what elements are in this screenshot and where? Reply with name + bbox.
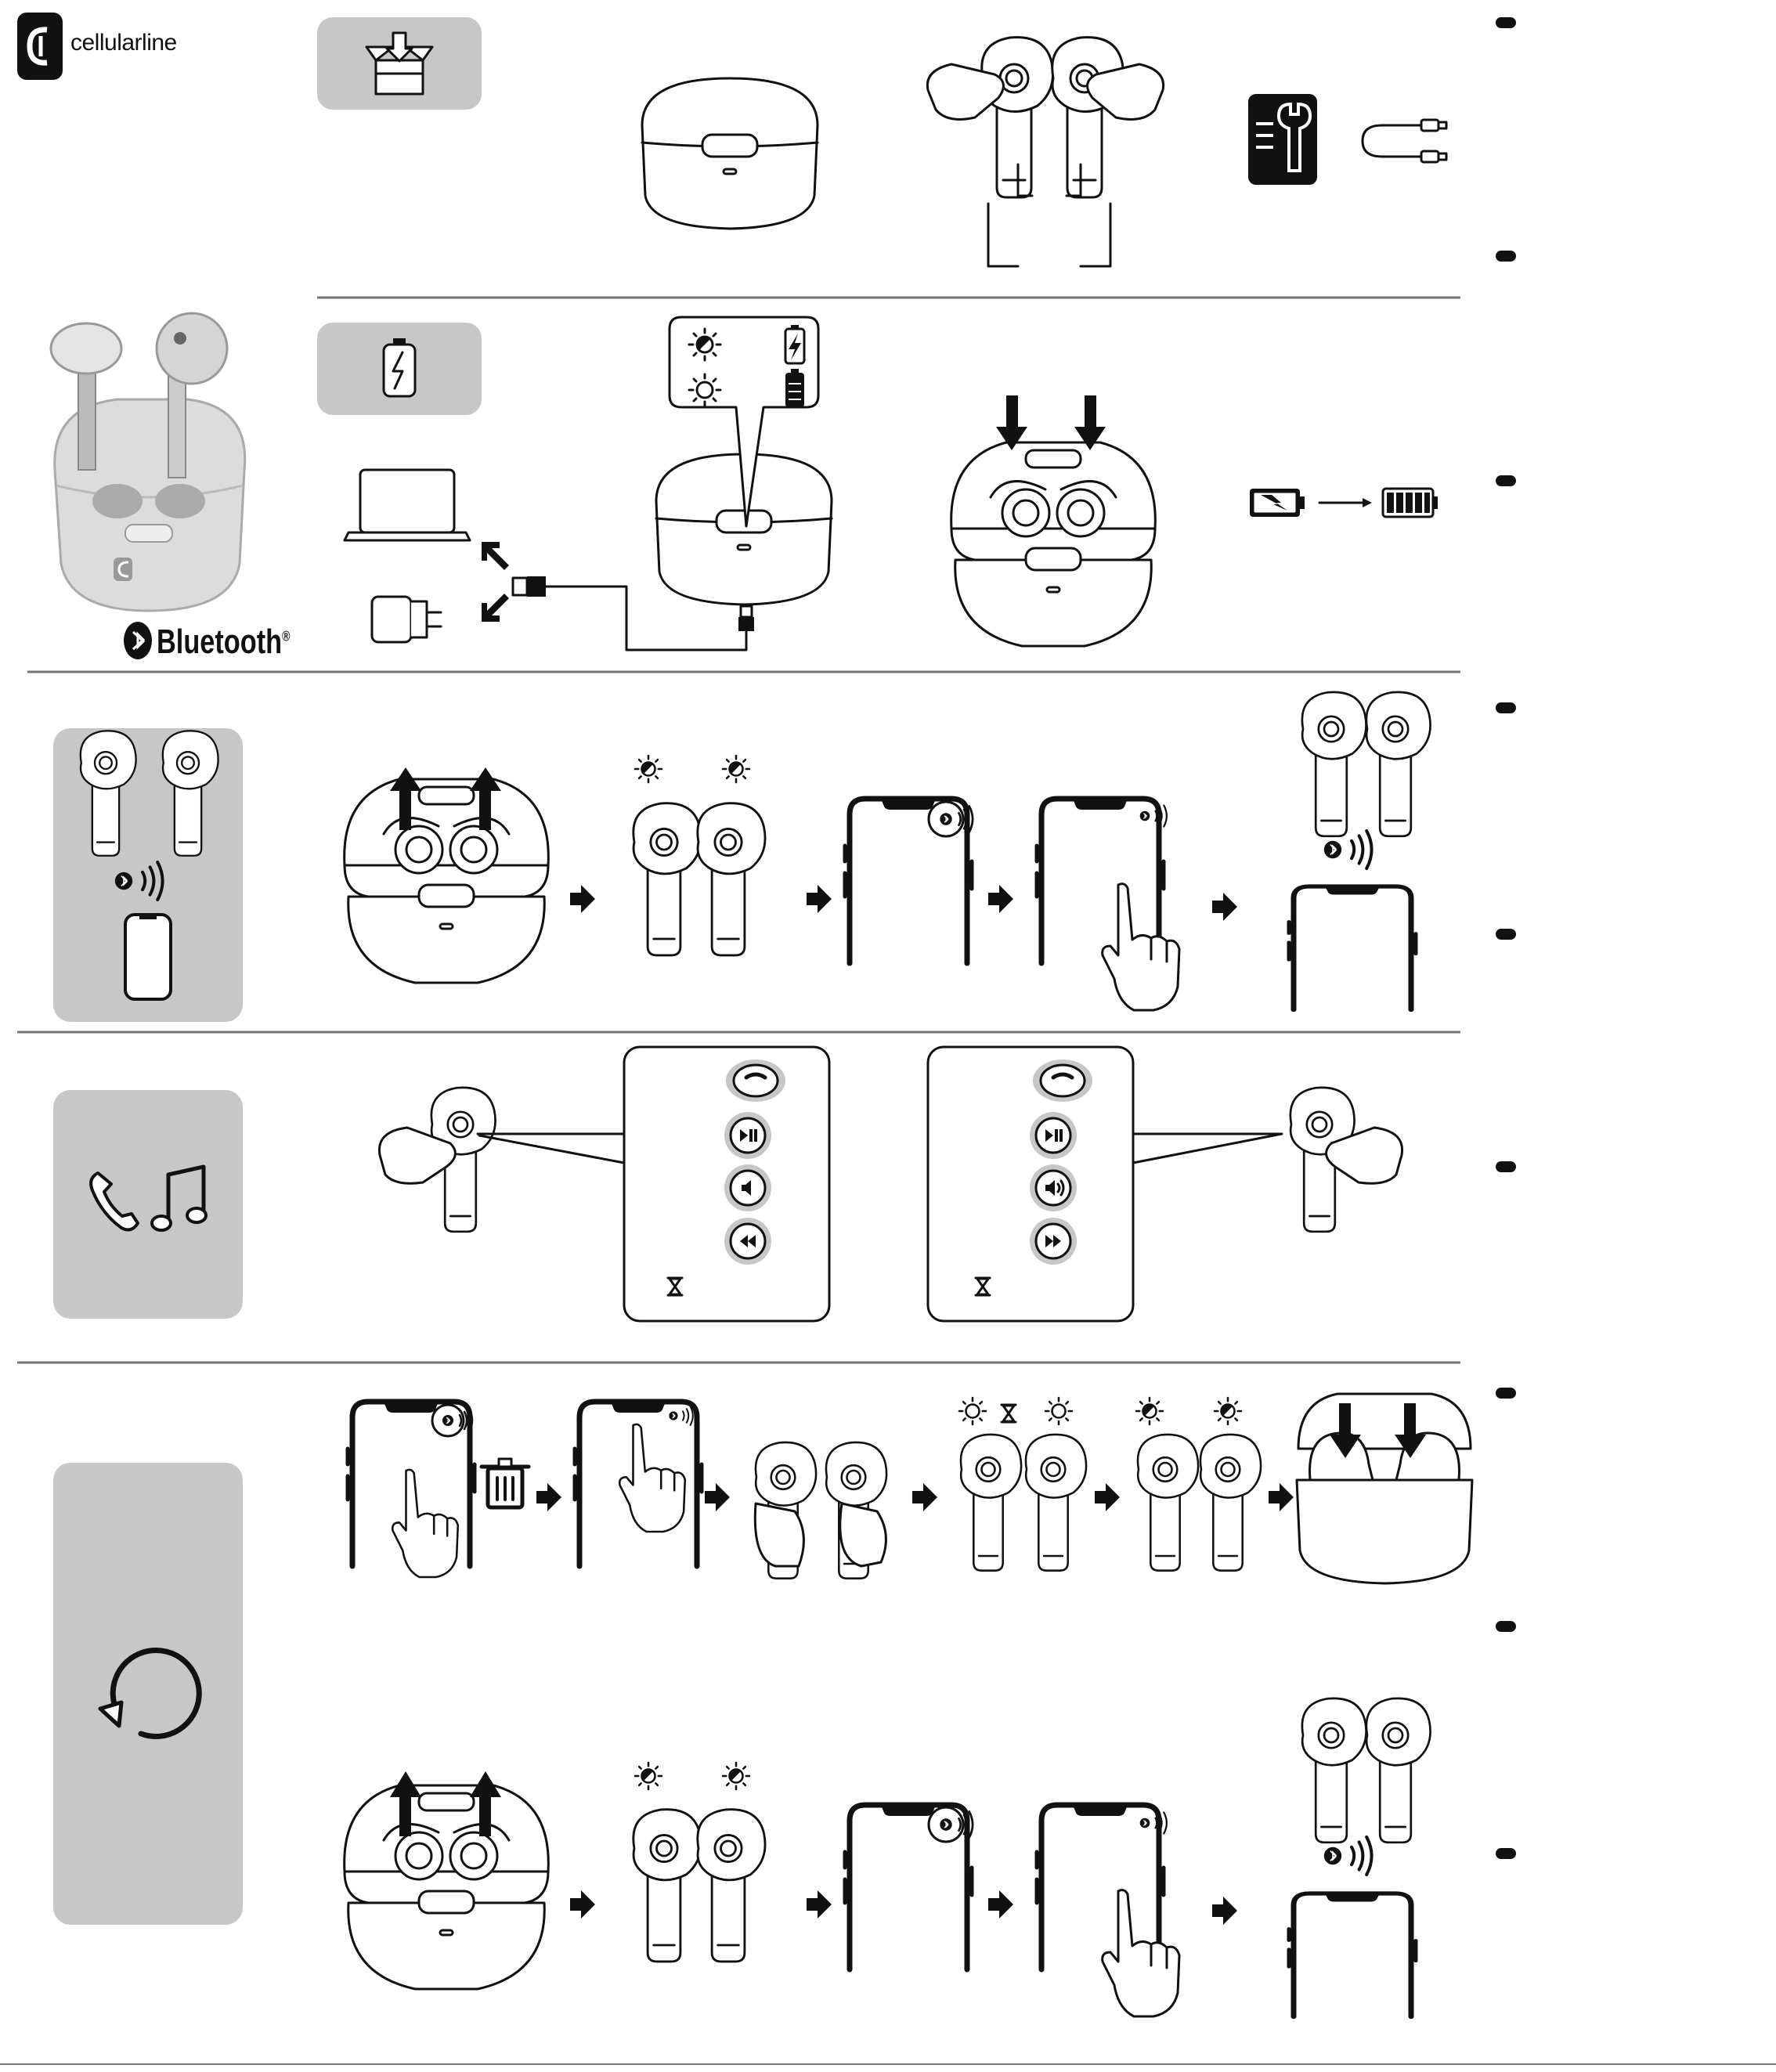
bluetooth-label: Bluetooth® <box>157 623 290 662</box>
bluetooth-logo-icon <box>124 622 152 659</box>
brand-logo <box>17 13 63 80</box>
section-charging <box>317 317 1438 650</box>
battery-charging-icon <box>384 338 415 396</box>
trademark-symbol: ® <box>282 628 290 644</box>
battery-empty-icon <box>1250 489 1305 517</box>
section-controls <box>53 1047 1402 1321</box>
bluetooth-word: Bluetooth <box>157 623 282 661</box>
battery-full-icon <box>1383 489 1438 517</box>
laptop-icon <box>345 470 470 540</box>
section-separators <box>0 298 1776 2064</box>
section-pairing <box>53 692 1431 1022</box>
product-photo <box>51 313 245 611</box>
earbuds-eartips <box>927 38 1163 266</box>
section-package-contents <box>317 17 1446 266</box>
wall-charger-icon <box>372 597 441 642</box>
usb-cable-icon <box>1363 120 1446 162</box>
case-closed <box>642 78 818 229</box>
brand-name: cellularline <box>70 30 177 56</box>
manual-wrench-icon <box>1248 94 1317 185</box>
trash-icon <box>482 1459 529 1507</box>
section-reset <box>53 1394 1472 2017</box>
margin-bullets <box>1496 17 1516 1859</box>
